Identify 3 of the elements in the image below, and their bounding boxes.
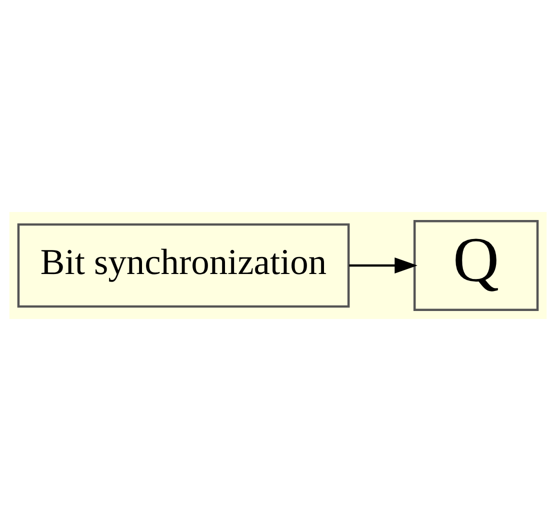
arrow [349, 258, 418, 274]
node-box: Q [413, 220, 539, 312]
node-box: Bit synchronization [17, 223, 350, 308]
